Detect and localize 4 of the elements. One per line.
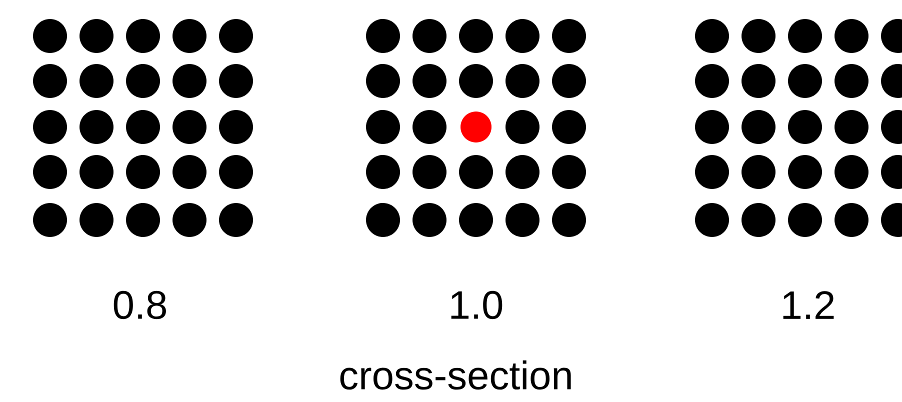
value-label: 1.0 bbox=[451, 290, 502, 320]
value-label: 1.2 bbox=[783, 291, 834, 319]
value-label: cross-section bbox=[340, 360, 571, 390]
value-label: 0.8 bbox=[114, 290, 166, 320]
